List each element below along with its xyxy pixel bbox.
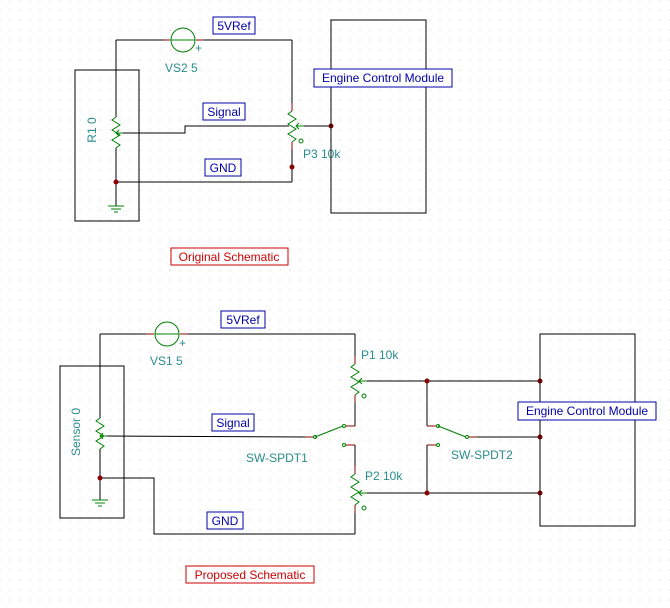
- pot-label-p1: P1 10k: [361, 348, 399, 362]
- ecm-label-box-proposed: [517, 401, 657, 421]
- ecm-block-original[interactable]: [330, 19, 427, 214]
- switch-spdt1[interactable]: [305, 424, 355, 447]
- proposed-schematic: Sensor 0 + VS1 5 5VRef: [59, 310, 657, 584]
- wire-signal-proposed: [106, 435, 306, 438]
- original-schematic: R1 0 + VS2 5 5VRef: [74, 16, 453, 266]
- sensor-label-original: R1 0: [85, 117, 99, 143]
- sensor-resistor-original[interactable]: [111, 40, 123, 206]
- ecm-block-proposed[interactable]: [539, 333, 636, 527]
- net-label-signal-original-text: Signal: [207, 105, 240, 119]
- voltage-source-proposed[interactable]: [146, 321, 188, 347]
- caption-proposed: Proposed Schematic: [195, 568, 306, 582]
- net-label-5vref-original: [212, 16, 256, 35]
- plus-sign-original: +: [195, 41, 202, 55]
- net-label-5vref-original-text: 5VRef: [217, 19, 251, 33]
- switch-label-spdt1: SW-SPDT1: [246, 451, 308, 465]
- plus-sign-proposed: +: [179, 336, 186, 350]
- caption-original: Original Schematic: [179, 250, 280, 264]
- ground-symbol-proposed: [92, 499, 108, 507]
- wire-gnd-proposed: [100, 477, 355, 535]
- caption-original-box: [170, 247, 289, 266]
- switch-label-spdt2: SW-SPDT2: [451, 448, 513, 462]
- junction-bus-bottom: [424, 490, 430, 496]
- junction-sensor-gnd-proposed: [97, 475, 103, 481]
- net-label-signal-proposed-text: Signal: [216, 416, 249, 430]
- potentiometer-p1[interactable]: [350, 356, 367, 403]
- ecm-label-original: Engine Control Module: [322, 71, 444, 85]
- net-label-5vref-proposed: [220, 310, 266, 329]
- source-label-original: VS2 5: [165, 61, 198, 75]
- net-label-signal-proposed: [211, 413, 255, 432]
- wire-signal-original: [123, 125, 289, 134]
- ground-symbol-original: [108, 205, 124, 213]
- sensor-resistor-proposed[interactable]: [95, 334, 107, 500]
- sensor-block-proposed[interactable]: [59, 365, 125, 519]
- junction-pot-gnd-original: [289, 164, 295, 170]
- potentiometer-p2[interactable]: [350, 466, 367, 513]
- pot-label-p2: P2 10k: [365, 469, 403, 483]
- source-label-proposed: VS1 5: [150, 354, 183, 368]
- net-label-gnd-proposed-text: GND: [212, 514, 239, 528]
- net-label-signal-original: [202, 102, 246, 121]
- net-label-gnd-original-text: GND: [210, 161, 237, 175]
- switch-spdt2[interactable]: [427, 424, 477, 447]
- pot-label-p3: P3 10k: [303, 147, 341, 161]
- net-label-5vref-proposed-text: 5VRef: [226, 313, 260, 327]
- sensor-label-proposed: Sensor 0: [69, 408, 83, 456]
- junction-bus-top: [424, 378, 430, 384]
- sensor-block-original[interactable]: [74, 69, 140, 222]
- net-label-gnd-original: [204, 158, 242, 177]
- potentiometer-p3[interactable]: [287, 103, 304, 150]
- voltage-source-original[interactable]: [163, 27, 204, 53]
- caption-proposed-box: [185, 565, 315, 584]
- net-label-gnd-proposed: [206, 511, 244, 530]
- ecm-label-box-original: [313, 68, 453, 88]
- ecm-label-proposed: Engine Control Module: [526, 404, 648, 418]
- junction-sensor-gnd-original: [113, 179, 119, 185]
